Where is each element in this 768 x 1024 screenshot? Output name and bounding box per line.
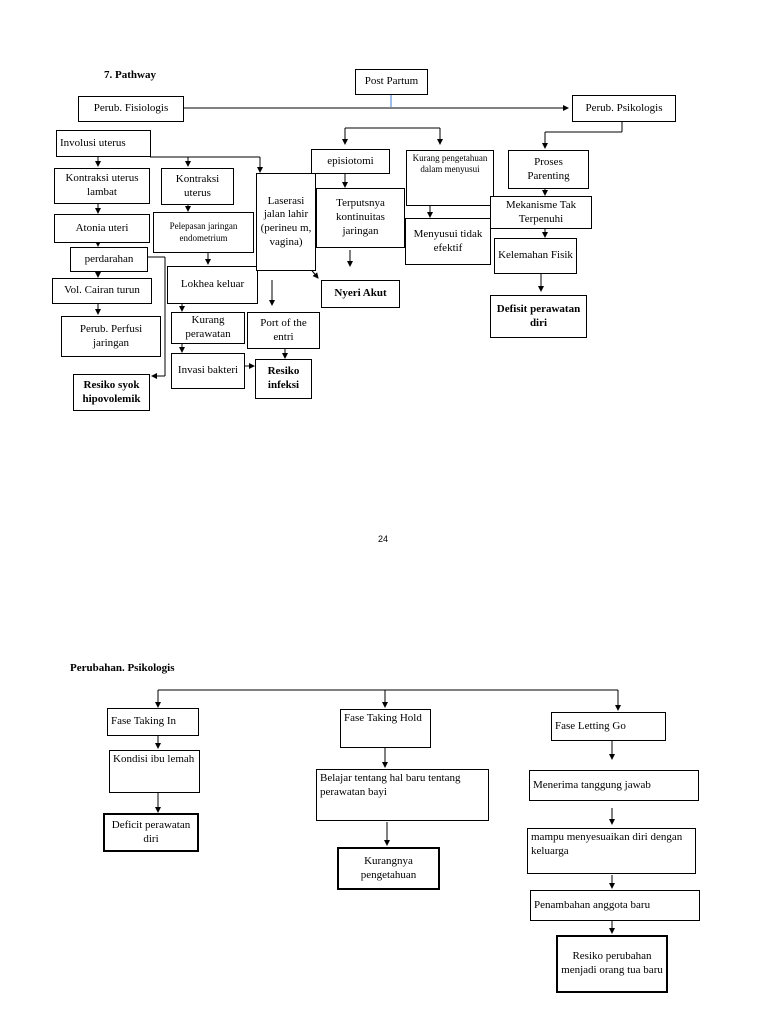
resiko-perubahan-box: Resiko perubahan menjadi orang tua baru [556,935,668,993]
involusi-uterus-box: Involusi uterus [56,130,151,157]
nyeri-akut-box: Nyeri Akut [321,280,400,308]
kurangnya-pengetahuan-box: Kurangnya pengetahuan [337,847,440,890]
perubahan-psikologis-title: Perubahan. Psikologis [70,662,175,674]
perub-perfusi-box: Perub. Perfusi jaringan [61,316,161,357]
penambahan-box: Penambahan anggota baru [530,890,700,921]
laserasi-box: Laserasi jalan lahir (perineu m, vagina) [256,173,316,271]
kontraksi-uterus-box: Kontraksi uterus [161,168,234,205]
invasi-bakteri-box: Invasi bakteri [171,353,245,389]
resiko-infeksi-box: Resiko infeksi [255,359,312,399]
deficit-perawatan-box: Deficit perawatan diri [103,813,199,852]
kondisi-ibu-box: Kondisi ibu lemah [109,750,200,793]
perub-psikologis-box: Perub. Psikologis [572,95,676,122]
port-entri-box: Port of the entri [247,312,320,349]
lokhea-keluar-box: Lokhea keluar [167,266,258,304]
perdarahan-box: perdarahan [70,247,148,272]
kurang-perawatan-box: Kurang perawatan [171,312,245,344]
menerima-box: Menerima tanggung jawab [529,770,699,801]
kelemahan-fisik-box: Kelemahan Fisik [494,238,577,274]
kurang-pengetahuan-box: Kurang pengetahuan dalam menyusui [406,150,494,206]
resiko-syok-box: Resiko syok hipovolemik [73,374,150,411]
defisit-perawatan-box: Defisit perawatan diri [490,295,587,338]
belajar-box: Belajar tentang hal baru tentang perawat… [316,769,489,821]
pathway-title: 7. Pathway [104,69,156,81]
vol-cairan-box: Vol. Cairan turun [52,278,152,304]
episiotomi-box: episiotomi [311,149,390,174]
fase-taking-hold-box: Fase Taking Hold [340,709,431,748]
kontraksi-lambat-box: Kontraksi uterus lambat [54,168,150,204]
proses-parenting-box: Proses Parenting [508,150,589,189]
menyusui-tidak-efektif-box: Menyusui tidak efektif [405,218,491,265]
pelepasan-jaringan-box: Pelepasan jaringan endometrium [153,212,254,253]
page-number: 24 [378,534,389,544]
mampu-box: mampu menyesuaikan diri dengan keluarga [527,828,696,874]
perub-fisiologis-box: Perub. Fisiologis [78,96,184,122]
fase-letting-go-box: Fase Letting Go [551,712,666,741]
mekanisme-box: Mekanisme Tak Terpenuhi [490,196,592,229]
fase-taking-in-box: Fase Taking In [107,708,199,736]
post-partum-box: Post Partum [355,69,428,95]
terputusnya-box: Terputsnya kontinuitas jaringan [316,188,405,248]
atonia-uteri-box: Atonia uteri [54,214,150,243]
